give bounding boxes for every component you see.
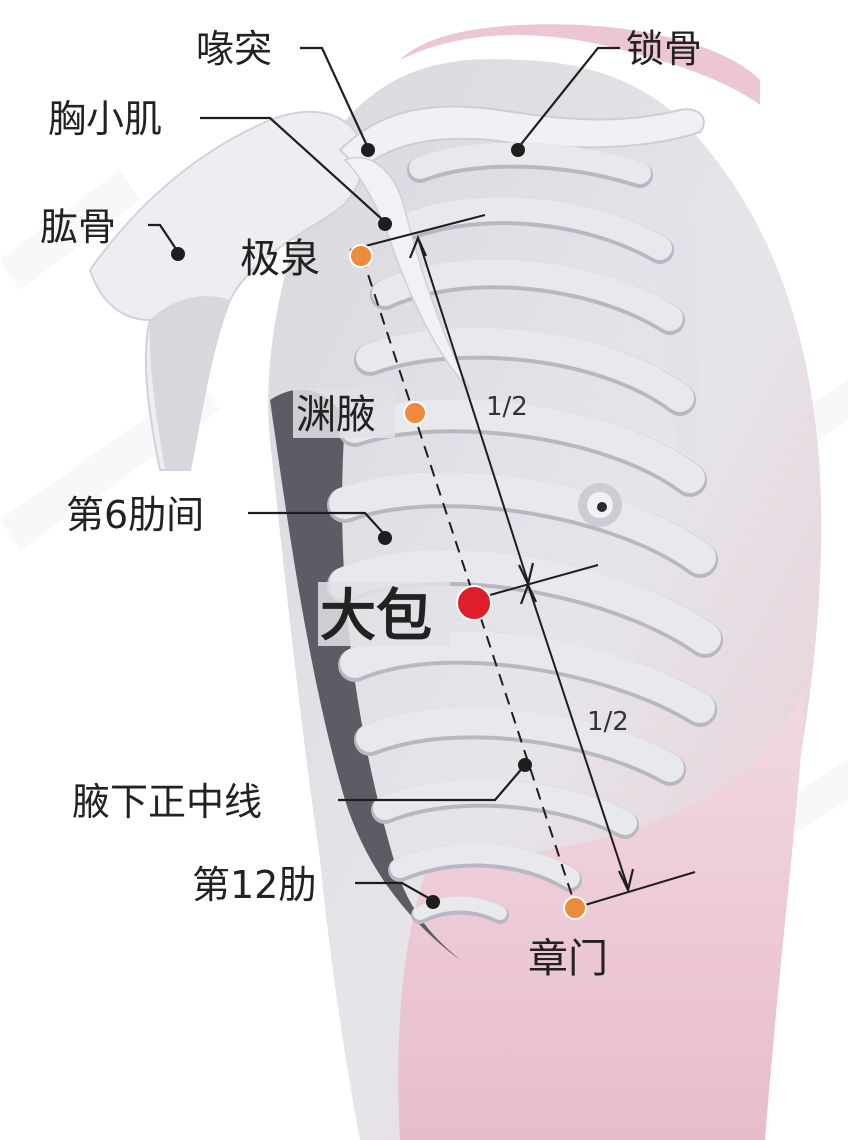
mid-axillary-marker	[518, 758, 532, 772]
clavicle-label: 锁骨	[626, 27, 702, 71]
upper-arrow-line	[417, 237, 529, 583]
pectoralis-minor-leader	[200, 116, 386, 223]
yuanye-point	[403, 401, 427, 425]
ratio-lower-label: 1/2	[587, 707, 629, 737]
ratio-upper-label: 1/2	[486, 392, 528, 422]
clavicle-bone	[338, 105, 705, 172]
rib12-leader	[355, 881, 433, 901]
clavicle-leader	[517, 46, 620, 149]
zhangmen-label: 章门	[528, 936, 608, 982]
zhangmen-point	[563, 896, 587, 920]
yuanye-label: 渊腋	[296, 392, 376, 438]
mid-axillary-line-label: 腋下正中线	[72, 780, 262, 824]
mid-axillary-leader	[338, 764, 526, 802]
measurement-lines	[349, 214, 696, 906]
zhangmen-tick	[584, 871, 696, 906]
mid-axillary-dashed-line	[361, 255, 576, 906]
neck-area	[400, 24, 760, 106]
nipple	[578, 483, 622, 527]
lower-arrow-line	[527, 584, 629, 889]
jiquan-point	[349, 244, 373, 268]
jiquan-tick	[349, 214, 486, 251]
coracoid-label: 喙突	[196, 27, 272, 71]
dabao-label: 大包	[320, 584, 432, 649]
humerus-leader	[148, 223, 179, 253]
coracoid-marker	[361, 143, 375, 157]
dabao-label-bg	[318, 582, 450, 646]
coracoid-leader	[300, 46, 369, 149]
humerus-label: 肱骨	[40, 205, 116, 249]
rib6-space-label: 第6肋间	[66, 493, 204, 537]
dabao-point	[456, 585, 492, 621]
rib6-leader	[248, 511, 386, 536]
pectoralis-minor-label: 胸小肌	[48, 97, 162, 141]
jiquan-label: 极泉	[240, 236, 320, 282]
dabao-tick	[489, 564, 599, 596]
rib12-marker	[426, 895, 440, 909]
pectoralis-minor-marker	[378, 217, 392, 231]
clavicle-marker	[511, 143, 525, 157]
leader-lines	[148, 46, 620, 901]
abdomen-skin	[398, 690, 805, 1140]
humerus-shadow	[149, 296, 230, 470]
yuanye-label-bg	[293, 388, 395, 438]
rib6-marker	[378, 531, 392, 545]
humerus-marker	[171, 247, 185, 261]
armpit-shadow	[270, 389, 460, 960]
rib12-label: 第12肋	[192, 863, 316, 907]
